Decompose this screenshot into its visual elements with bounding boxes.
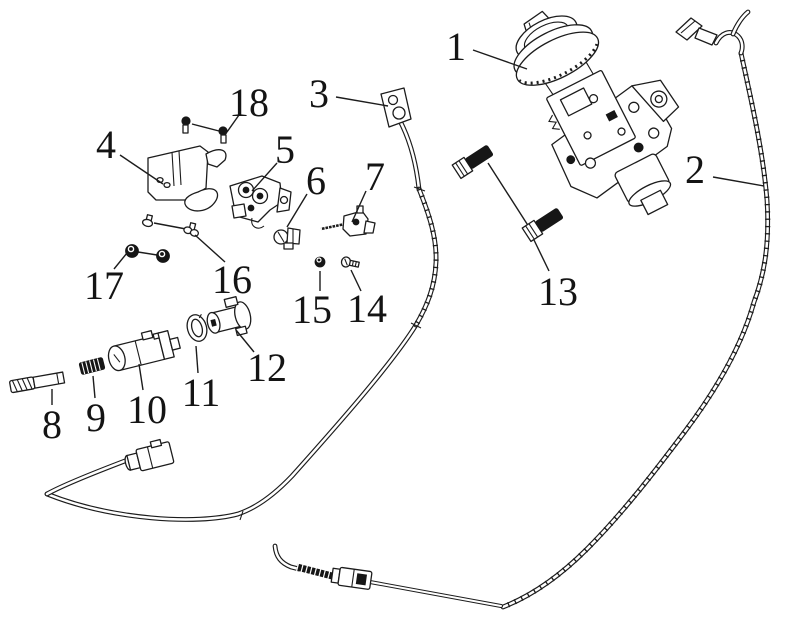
callout-13: 13: [538, 269, 578, 314]
leader-lines: [51, 49, 765, 405]
part-4-bracket: [147, 145, 227, 212]
cable-bottom-adjuster: [275, 546, 373, 590]
part-14-screw: [340, 256, 360, 268]
part-2-cable: [275, 9, 768, 607]
callout-14: 14: [347, 286, 387, 331]
callout-15: 15: [292, 287, 332, 332]
wire-connector: [124, 438, 175, 472]
callout-12: 12: [247, 345, 287, 390]
callout-3: 3: [309, 71, 329, 116]
callout-5: 5: [275, 127, 295, 172]
part-17-nuts: [125, 244, 170, 263]
part-1-switch-assembly: [513, 10, 680, 216]
callout-11: 11: [182, 370, 221, 415]
callout-17: 17: [84, 263, 124, 308]
callout-10: 10: [127, 387, 167, 432]
part-9-spring: [78, 357, 106, 375]
cable-top-hook: [675, 9, 751, 56]
part-8-plunger-pin: [9, 371, 66, 394]
callout-18: 18: [229, 80, 269, 125]
part-6-clamp: [273, 227, 301, 250]
callout-7: 7: [365, 154, 385, 199]
callout-6: 6: [306, 158, 326, 203]
callout-8: 8: [42, 402, 62, 447]
callout-1: 1: [446, 24, 466, 69]
part-5-latch-plate: [229, 175, 292, 229]
part-13-bolts: [451, 145, 564, 243]
part-15-nut: [314, 256, 326, 268]
part-10-lock-cylinder: [107, 330, 181, 372]
callouts: 1 2 3 4 5 6 7 8 9 10 11 12 13 14 15 16 1…: [42, 24, 705, 447]
callout-2: 2: [685, 147, 705, 192]
part-16-pins: [141, 214, 200, 237]
callout-16: 16: [212, 257, 252, 302]
part-3-cable-bracket-harness: [47, 87, 436, 520]
part-18-screws: [181, 116, 228, 144]
part-7-contact-switch: [320, 205, 376, 237]
callout-9: 9: [86, 395, 106, 440]
cable-mount-tab: [380, 87, 412, 128]
part-11-o-ring: [186, 313, 208, 342]
callout-4: 4: [96, 122, 116, 167]
part-12-cylinder-housing: [206, 296, 252, 337]
